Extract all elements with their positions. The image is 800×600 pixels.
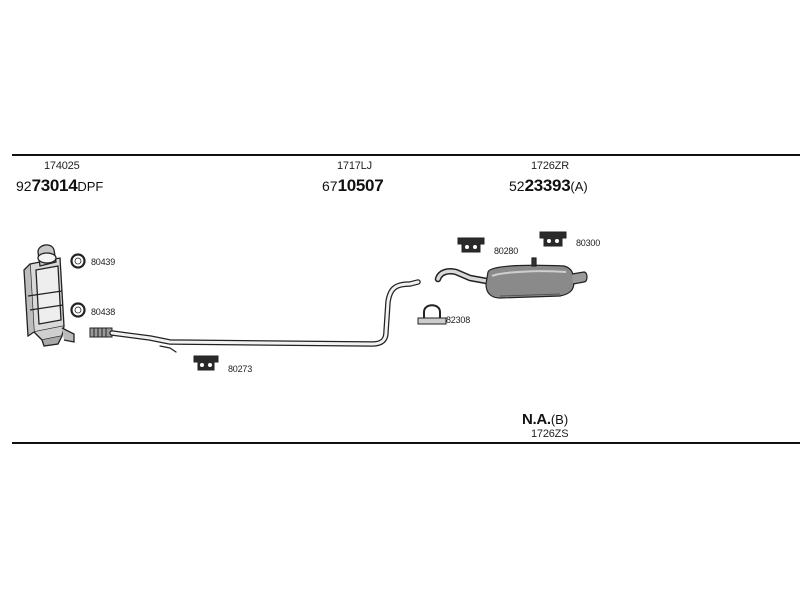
part-label-80300: 80300 [576,238,601,248]
u-clamp-82308-icon [417,304,447,325]
top-divider-line [12,154,800,156]
not-available-main: N.A. [522,411,551,428]
clamp-ring-80438-icon [70,302,86,318]
rear-muffler [485,257,588,299]
rear-pipe [434,268,496,286]
part-label-80438: 80438 [91,307,116,317]
section-2-main-number: 10507 [337,176,384,195]
section-2-part-number: 6710507 [322,176,384,195]
section-3-small-code: 1726ZR [531,160,569,172]
part-label-82308: 82308 [446,315,471,325]
flex-joint-icon [89,327,113,338]
bottom-divider-line [12,442,800,444]
section-3-main-number: 23393 [524,176,571,195]
section-2-small-code: 1717LJ [337,160,372,172]
section-1-main-number: 73014 [31,176,78,195]
part-label-80439: 80439 [91,257,116,267]
not-available-code: 1726ZS [531,428,569,440]
part-label-80273: 80273 [228,364,253,374]
clamp-ring-80439-icon [70,253,86,269]
section-3-part-number: 5223393(A) [509,177,588,195]
dpf-filter-unit [23,244,75,347]
part-label-80280: 80280 [494,246,519,256]
section-1-part-number: 9273014DPF [16,177,103,195]
section-1-prefix: 92 [16,178,32,194]
section-2-prefix: 67 [322,178,338,194]
rubber-hanger-80280-icon [457,237,485,253]
section-3-suffix: (A) [570,179,588,194]
rubber-hanger-80273-icon [193,355,219,371]
section-3-prefix: 52 [509,178,525,194]
not-available-suffix: (B) [550,412,569,427]
section-1-suffix: DPF [77,179,104,194]
section-1-small-code: 174025 [44,160,80,172]
rubber-hanger-80300-icon [539,231,567,247]
middle-pipe [109,279,421,353]
not-available-label: N.A.(B) [522,412,568,428]
